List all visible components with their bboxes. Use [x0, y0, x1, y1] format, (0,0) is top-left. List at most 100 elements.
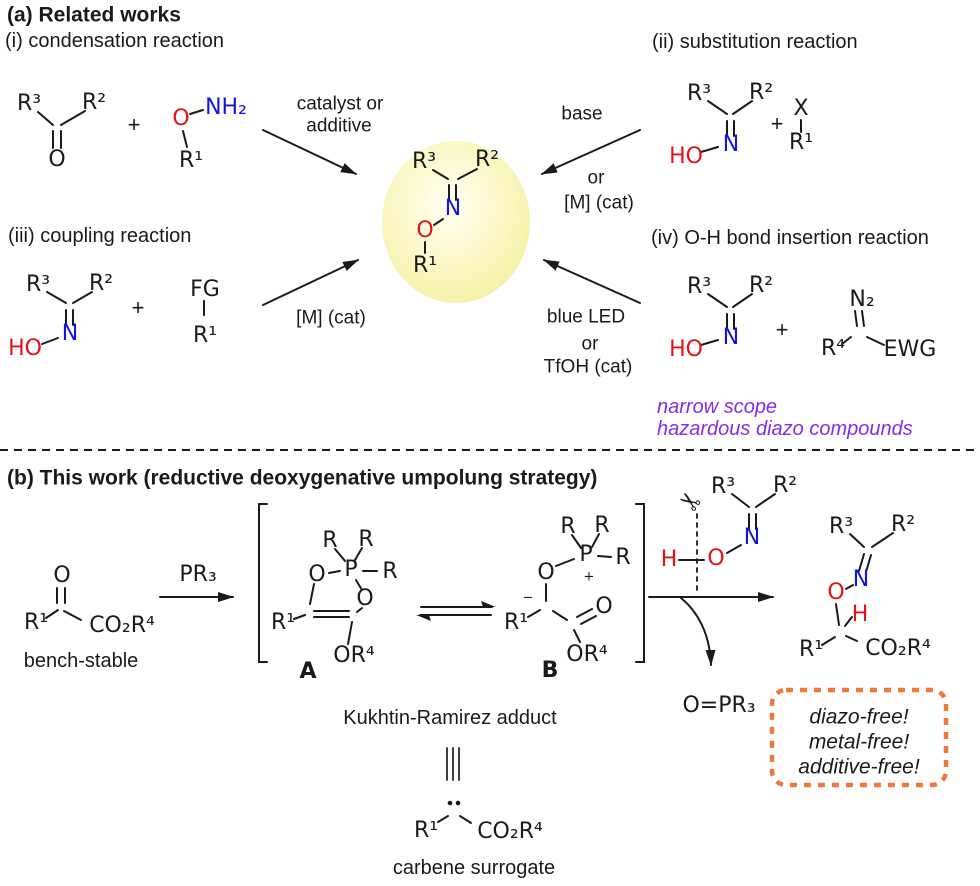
atom-p: P: [579, 542, 593, 567]
atom-co2r4: CO₂R⁴: [865, 636, 931, 661]
atom-r2: R²: [748, 273, 774, 298]
section-a-title: (a) Related works: [7, 3, 181, 27]
atom-n: N: [743, 525, 761, 550]
bonds-coupling: [41, 291, 205, 345]
intermediate-a-label: A: [299, 659, 317, 684]
bonds-carbene: [437, 800, 472, 824]
atom-ewg: EWG: [883, 337, 937, 362]
atom-o: O: [827, 580, 845, 605]
atom-r2: R²: [890, 512, 916, 537]
atom-o: O: [48, 147, 66, 172]
highlight-metal-free: metal-free!: [808, 730, 910, 754]
atom-r3: R³: [411, 149, 437, 174]
atom-r: R: [322, 528, 338, 553]
bonds-final-product: [821, 532, 894, 646]
atom-n: N: [444, 196, 462, 221]
atom-r: R: [358, 527, 374, 552]
atom-o: O: [537, 560, 555, 585]
bracket-right: [635, 503, 645, 663]
condition-text: base: [561, 103, 603, 125]
plus-sign: +: [127, 112, 141, 137]
atom-o: O: [595, 594, 613, 619]
atom-co2r4: CO₂R⁴: [477, 819, 543, 844]
atom-r: R: [382, 559, 398, 584]
arrow-substitution: [541, 129, 641, 175]
condition-text: TfOH (cat): [543, 356, 633, 378]
atom-ho: HO: [669, 144, 703, 169]
bonds-condensation: [37, 109, 204, 149]
atom-o: O: [53, 563, 71, 588]
atom-r3: R³: [16, 91, 42, 116]
atom-or4: OR⁴: [566, 642, 608, 667]
atom-p: P: [344, 557, 358, 582]
atom-r: R: [560, 514, 576, 539]
atom-nh2: NH₂: [205, 95, 247, 120]
plus-charge: +: [583, 569, 595, 585]
intermediate-b-label: B: [541, 658, 559, 683]
bonds-central-product: [424, 168, 478, 254]
bonds-adduct-b: [527, 533, 612, 643]
atom-ho: HO: [669, 337, 703, 362]
atom-r: R: [594, 513, 610, 538]
atom-r1: R¹: [412, 253, 438, 278]
atom-r2: R²: [88, 271, 114, 296]
carbene-caption: carbene surrogate: [392, 857, 556, 879]
atom-r2: R²: [474, 147, 500, 172]
atom-h: H: [660, 547, 678, 572]
atom-ho: HO: [8, 336, 42, 361]
byproduct-opr3: O=PR₃: [682, 693, 756, 718]
bonds-substitution: [700, 100, 802, 153]
atom-co2r4: CO₂R⁴: [89, 613, 155, 638]
plus-sign: +: [770, 111, 784, 136]
atom-r1: R¹: [192, 323, 218, 348]
atom-r2: R²: [748, 80, 774, 105]
section-b-title: (b) This work (reductive deoxygenative u…: [7, 466, 598, 490]
atom-r: R: [615, 545, 631, 570]
atom-o: O: [707, 546, 725, 571]
label-condensation: (i) condensation reaction: [5, 30, 225, 52]
highlight-diazo-free: diazo-free!: [809, 705, 909, 729]
atom-r4: R⁴: [820, 336, 846, 361]
warning-diazo: hazardous diazo compounds: [657, 418, 913, 440]
arrow-coupling: [262, 259, 359, 306]
condition-text: or: [587, 167, 605, 189]
highlight-box: [769, 687, 949, 788]
substrate-note: bench-stable: [23, 650, 139, 672]
equilibrium-arrows: [416, 601, 496, 621]
bonds-oxime-reactant-b: [678, 493, 776, 561]
reagent-pr3: PR₃: [179, 562, 217, 587]
condition-text: or: [581, 333, 599, 355]
atom-r3: R³: [686, 81, 712, 106]
warning-narrow-scope: narrow scope: [657, 396, 778, 418]
bonds-ketoester: [45, 587, 82, 621]
atom-r1: R¹: [788, 130, 814, 155]
plus-sign: +: [775, 317, 789, 342]
condition-text: additive: [306, 115, 372, 137]
atom-r3: R³: [686, 274, 712, 299]
atom-or4: OR⁴: [333, 643, 375, 668]
condition-text: [M] (cat): [296, 307, 366, 329]
intermediate-caption: Kukhtin-Ramirez adduct: [343, 707, 557, 729]
atom-n2: N₂: [849, 287, 875, 312]
bonds-oh-insertion: [700, 293, 885, 346]
highlight-additive-free: additive-free!: [798, 755, 920, 779]
atom-r3: R³: [710, 474, 736, 499]
minus-charge: −: [522, 590, 534, 606]
atom-fg: FG: [190, 277, 220, 302]
atom-n: N: [61, 321, 79, 346]
atom-n: N: [722, 325, 740, 350]
atom-r2: R²: [772, 473, 798, 498]
atom-r1: R¹: [23, 610, 49, 635]
product-halo: [382, 141, 530, 303]
atom-o: O: [416, 218, 434, 243]
atom-o: O: [356, 586, 374, 611]
atom-r3: R³: [25, 272, 51, 297]
atom-o: O: [308, 562, 326, 587]
atom-r1: R¹: [413, 818, 439, 843]
atom-r1: R¹: [178, 148, 204, 173]
atom-r1: R¹: [270, 610, 296, 635]
atom-r1: R¹: [798, 637, 824, 662]
condition-text: catalyst or: [296, 93, 384, 115]
